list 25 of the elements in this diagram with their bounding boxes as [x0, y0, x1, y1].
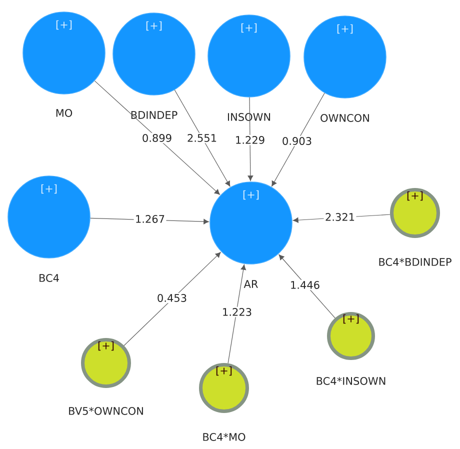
path-coefficient: 0.899	[140, 132, 174, 144]
path-arrow	[272, 92, 325, 186]
path-coefficient: 1.267	[134, 214, 166, 224]
path-arrow	[94, 80, 220, 195]
variable-label: OWNCON	[319, 113, 371, 123]
variable-label: BC4	[38, 273, 61, 283]
path-arrow	[228, 264, 246, 364]
path-arrow	[248, 97, 254, 181]
path-coefficient: 1.223	[220, 306, 254, 318]
path-coefficient: 1.446	[288, 280, 322, 290]
variable-label: MO	[54, 108, 74, 118]
variable-label: BC4*INSOWN	[314, 376, 388, 386]
variable-label: BC4*BDINDEP	[377, 257, 453, 267]
path-arrow	[278, 254, 336, 318]
path-coefficient: 2.551	[186, 132, 218, 144]
variable-label: BC4*MO	[201, 432, 247, 442]
path-coefficient: 0.903	[280, 136, 314, 146]
variable-label: BV5*OWNCON	[67, 406, 145, 416]
path-arrow	[174, 90, 230, 187]
path-coefficient: 0.453	[156, 292, 188, 304]
path-coefficient: 2.321	[324, 212, 356, 222]
path-arrow	[124, 252, 221, 346]
path-coefficient: 1.229	[234, 134, 266, 146]
variable-label: AR	[242, 279, 260, 289]
variable-label: BDINDEP	[129, 110, 179, 120]
